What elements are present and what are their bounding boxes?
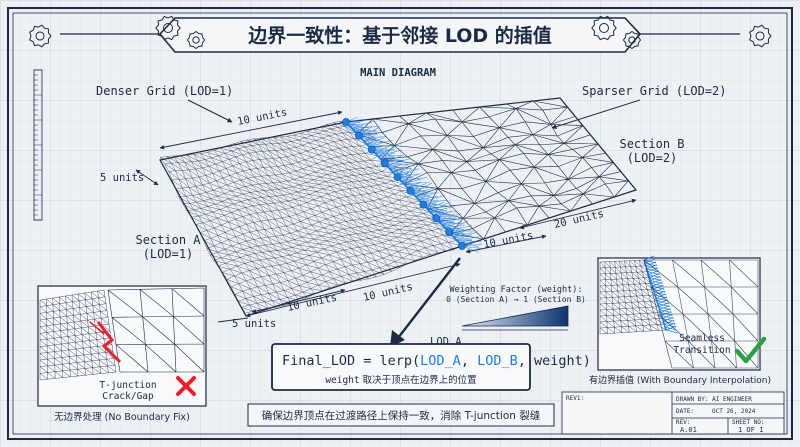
right-inset-mesh	[599, 255, 759, 369]
ruler-icon	[33, 69, 43, 221]
bottom-note: 确保边界顶点在过渡路径上保持一致，消除 T-junction 裂缝	[262, 409, 541, 422]
crack-zigzag-icon	[96, 321, 122, 364]
weighting-label: Weighting Factor (weight):	[449, 285, 582, 295]
arrowhead-icon	[390, 330, 405, 347]
tb-rev1: REV1:	[566, 395, 584, 402]
tb-date-value: OCT 26, 2024	[712, 408, 756, 415]
dim-bottom-5: 5 units	[232, 318, 276, 330]
left-inset-mesh	[39, 287, 205, 381]
left-inset-caption: 无边界处理 (No Boundary Fix)	[54, 411, 190, 423]
tb-date-label: DATE:	[676, 408, 694, 415]
bottom-note-box	[247, 403, 555, 427]
sparser-grid-pointer	[551, 99, 641, 130]
section-a-label: Section A	[135, 233, 201, 247]
title-banner	[60, 17, 740, 53]
gear-icon	[29, 15, 772, 50]
page-title: 边界一致性：基于邻接 LOD 的插值	[247, 24, 552, 47]
weighting-range: 0 (Section A) → 1 (Section B)	[446, 295, 586, 304]
formula-note-word: weight	[325, 375, 359, 386]
denser-grid-label: Denser Grid (LOD=1)	[96, 84, 233, 98]
formula-note-rest: 取决于顶点在边界上的位置	[360, 374, 477, 386]
formula-prefix: Final_LOD = lerp(	[282, 353, 420, 369]
dim-left-5: 5 units	[100, 172, 144, 184]
weighting-gradient-wedge	[461, 305, 569, 327]
seamless-label-line2: Transition	[673, 345, 730, 356]
crack-pointer	[89, 321, 105, 335]
title-block	[561, 391, 785, 435]
inner-frame	[12, 12, 788, 435]
main-diagram-label: MAIN DIAGRAM	[360, 67, 436, 79]
check-icon	[734, 336, 767, 364]
seamless-label-line1: Seamless	[679, 333, 725, 344]
formula-lod-b: LOD_B	[477, 353, 518, 369]
tb-sheet-label: SHEET NO:	[732, 419, 765, 426]
boundary-to-formula-arrow	[397, 257, 461, 339]
right-inset-caption: 有边界插值 (With Boundary Interpolation)	[589, 374, 771, 386]
dimension-lines	[135, 110, 637, 323]
tb-rev-value: A.01	[680, 426, 697, 434]
crack-label-line1: T-junction	[99, 380, 156, 391]
boundary-vertices	[342, 118, 466, 250]
cross-icon	[176, 376, 196, 396]
boundary-stitch-lines	[345, 116, 482, 253]
tb-sheet-value: 1 OF 1	[738, 426, 763, 434]
sparser-grid-label: Sparser Grid (LOD=2)	[582, 84, 727, 98]
section-b-lod: (LOD=2)	[627, 151, 678, 165]
section-a-lod: (LOD=1)	[143, 247, 194, 261]
formula-suffix: , weight)	[518, 353, 591, 369]
formula-sep: ,	[461, 353, 477, 369]
formula-note: weight 取决于顶点在边界上的位置	[325, 374, 476, 386]
outer-frame	[7, 7, 793, 440]
tb-rev-label: REV:	[676, 419, 690, 426]
formula-box	[271, 343, 531, 391]
formula-line: Final_LOD = lerp(LOD_A, LOD_B, weight)	[282, 353, 591, 369]
section-b-label: Section B	[619, 137, 684, 151]
crack-label-line2: Crack/Gap	[102, 391, 154, 402]
tb-drawn-by: DRAWN BY: AI ENGINEER	[676, 396, 752, 403]
formula-lod-a: LOD_A	[420, 353, 461, 369]
